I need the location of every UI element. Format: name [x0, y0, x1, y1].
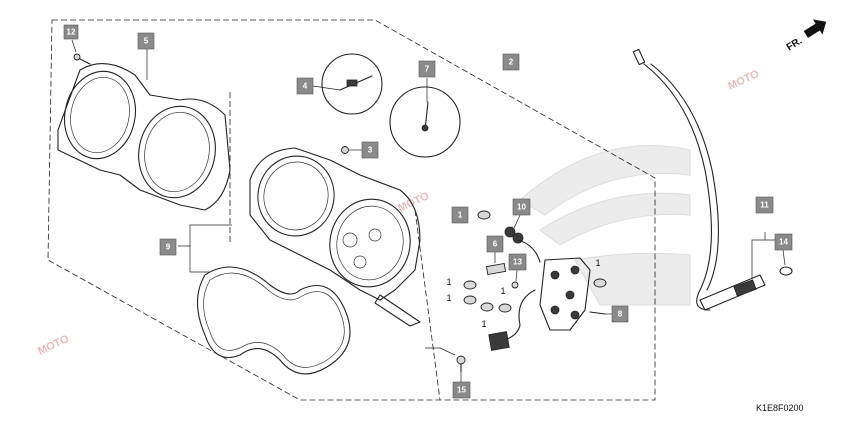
callout-4: 4 [296, 77, 314, 95]
plain-label-1b: 1 [446, 293, 451, 303]
plain-label-1a: 1 [446, 277, 451, 287]
callout-7: 7 [418, 60, 436, 78]
callout-3: 3 [361, 141, 379, 159]
callout-13: 13 [508, 253, 527, 271]
svg-text:MOTO: MOTO [396, 190, 431, 215]
svg-text:7: 7 [425, 65, 430, 74]
callout-6: 6 [486, 235, 504, 253]
svg-text:10: 10 [517, 203, 526, 212]
screw-part-12 [71, 39, 91, 65]
meter-case [249, 147, 421, 327]
needle-part-7 [389, 78, 461, 158]
svg-text:9: 9 [166, 243, 171, 252]
front-direction-marker: FR. [785, 19, 827, 53]
meter-cover-part-5 [57, 48, 231, 211]
wire-harness-part-10 [488, 212, 591, 351]
diagram-code: K1E8F0200 [756, 403, 804, 413]
plain-label-1e: 1 [595, 258, 600, 268]
needle-part-4 [312, 53, 383, 115]
svg-text:6: 6 [493, 240, 498, 249]
direction-label: FR. [785, 35, 805, 53]
svg-text:5: 5 [144, 37, 149, 46]
speedometer-cable-part-11 [632, 48, 782, 311]
assembly-boundary [47, 19, 656, 401]
svg-text:MOTO: MOTO [726, 68, 761, 93]
front-arrow-icon [803, 19, 827, 38]
svg-text:4: 4 [303, 82, 308, 91]
svg-text:14: 14 [779, 238, 788, 247]
svg-text:11: 11 [760, 201, 769, 210]
screw-part-3 [341, 146, 362, 154]
callout-1: 1 [451, 206, 469, 224]
plain-label-1c: 1 [481, 319, 486, 329]
svg-text:15: 15 [457, 386, 466, 395]
callout-12: 12 [63, 24, 79, 40]
callout-15: 15 [452, 381, 471, 399]
bulb-parts-1 [463, 210, 607, 313]
callout-9: 9 [159, 238, 177, 256]
svg-text:12: 12 [67, 28, 76, 37]
svg-text:MOTO: MOTO [36, 333, 71, 358]
callout-5: 5 [137, 32, 155, 50]
callout-11: 11 [755, 196, 774, 214]
svg-text:1: 1 [458, 211, 463, 220]
svg-text:2: 2 [509, 58, 514, 67]
socket-part-6 [485, 250, 507, 276]
callout-10: 10 [512, 198, 531, 216]
callout-8: 8 [611, 305, 629, 323]
svg-text:8: 8 [618, 310, 623, 319]
brand-logo-background [519, 145, 691, 306]
gasket-part-9 [178, 224, 351, 375]
svg-text:13: 13 [513, 258, 522, 267]
plain-label-1d: 1 [500, 286, 505, 296]
svg-text:3: 3 [368, 146, 373, 155]
screw-part-13 [511, 269, 519, 289]
screw-part-15 [425, 347, 466, 382]
callout-2: 2 [502, 53, 520, 71]
ring-part-14 [779, 249, 793, 276]
callout-14: 14 [774, 233, 793, 251]
screw-part-8 [589, 311, 612, 315]
